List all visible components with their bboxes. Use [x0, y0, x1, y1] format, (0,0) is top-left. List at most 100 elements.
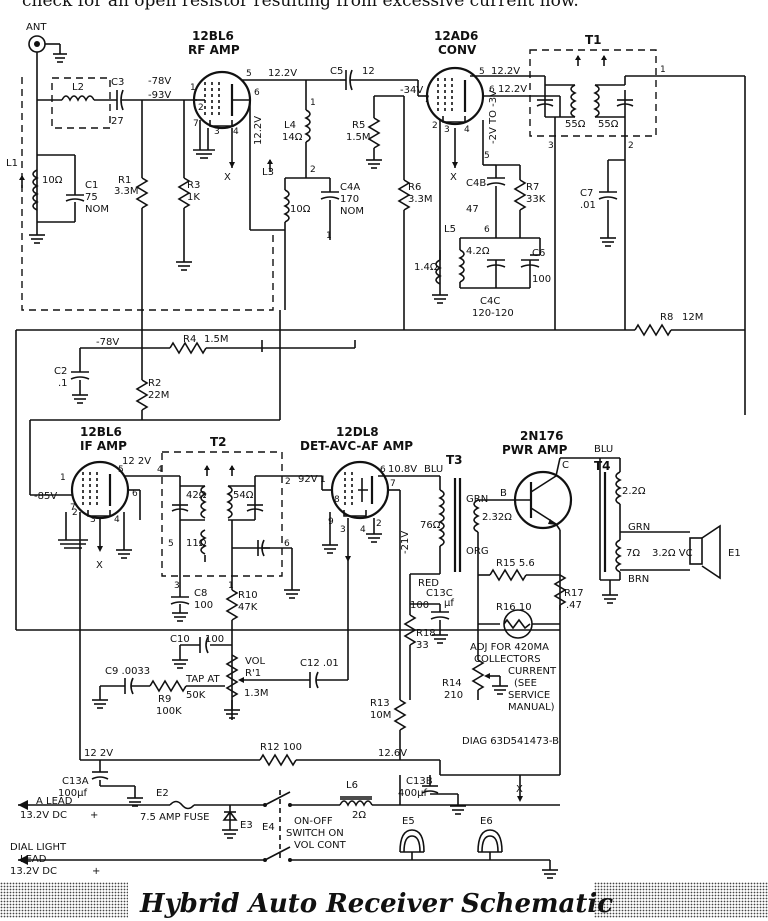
- r16-label: R16 10: [496, 602, 532, 613]
- r4-label: R4: [183, 334, 196, 345]
- v2to3: -2V TO -3V: [488, 90, 499, 144]
- r3-label: R3: [187, 180, 200, 191]
- r8-value: 12M: [682, 312, 703, 323]
- switch-line1: ON-OFF: [294, 816, 333, 827]
- adj-line4: (SEE: [514, 678, 537, 689]
- rf-tube-type: 12BL6: [192, 29, 234, 43]
- pin-det-4: 4: [360, 525, 366, 535]
- pin-cv-3: 3: [444, 125, 450, 135]
- l5-label: L5: [444, 224, 456, 235]
- pin-det-8: 8: [334, 495, 340, 505]
- r7-value: 33K: [526, 194, 546, 205]
- resistor-r1: [135, 177, 149, 380]
- c1-nom: NOM: [85, 204, 109, 215]
- pin-det-7: 7: [390, 479, 396, 489]
- rf-shield-dashed: [21, 77, 274, 311]
- r4-value: 1.5M: [204, 334, 229, 345]
- adj-line3: CURRENT: [508, 666, 557, 677]
- if-tube-func: IF AMP: [80, 439, 127, 453]
- bias-network: [471, 458, 601, 700]
- t4-label: T4: [594, 459, 611, 473]
- capacitor-c7: [598, 159, 625, 247]
- transistor-2n176: [510, 457, 600, 775]
- r10-value: 47K: [238, 602, 258, 613]
- header-caption: check for an open resistor resulting fro…: [22, 0, 579, 11]
- dial-line2: LEAD: [20, 854, 47, 865]
- c3-label: C3: [111, 77, 124, 88]
- v122-c1: 12.2V: [491, 66, 520, 77]
- tube-if-amp: [30, 460, 160, 559]
- c4b-value: 47: [466, 204, 479, 215]
- l1-label: L1: [6, 158, 18, 169]
- e2-label: E2: [156, 788, 169, 799]
- resistor-r3: [176, 177, 192, 271]
- c1-value: 75: [85, 192, 98, 203]
- antenna: [28, 35, 67, 235]
- c8-label: C8: [194, 588, 207, 599]
- l1-value: 10Ω: [42, 175, 63, 186]
- pin-det-3: 3: [340, 525, 346, 535]
- v122-c2: 12.2V: [498, 84, 527, 95]
- r14-value: 210: [444, 690, 463, 701]
- pin-det-6: 6: [380, 465, 386, 475]
- c10-label: C10: [170, 634, 190, 645]
- r5-value: 1.5M: [346, 132, 371, 143]
- pin-t2-3: 3: [174, 581, 180, 591]
- c4a-label: C4A: [340, 182, 360, 193]
- conv-tube-func: CONV: [438, 43, 477, 57]
- v122-bus: 12 2V: [84, 748, 113, 759]
- dial-plus: +: [92, 866, 100, 877]
- coupling-network: [267, 69, 418, 310]
- l4-value: 14Ω: [282, 132, 303, 143]
- c4a-value: 170: [340, 194, 359, 205]
- v78-bus: -78V: [96, 337, 119, 348]
- pin-cv-2: 2: [432, 121, 438, 131]
- pin-cv-6b: 6: [484, 225, 490, 235]
- t2-r3: 11Ω: [186, 538, 207, 549]
- alead-plus: +: [90, 810, 98, 821]
- v85: -85V: [34, 491, 57, 502]
- c13b-value: 400µf: [398, 788, 427, 799]
- r6-value: 3.3M: [408, 194, 433, 205]
- pin-t1-1: 1: [660, 65, 666, 75]
- t4-r1: 2.2Ω: [622, 486, 646, 497]
- t2-label: T2: [210, 435, 227, 449]
- rf-tube-func: RF AMP: [188, 43, 240, 57]
- alead-line2: 13.2V DC: [20, 810, 67, 821]
- pin-cv-7: 7: [424, 95, 430, 105]
- c13c-uf: µf: [444, 598, 454, 609]
- pin-t2-5: 5: [168, 539, 174, 549]
- t2-shield-dashed: [161, 451, 283, 577]
- figure-title: Hybrid Auto Receiver Schematic: [139, 889, 613, 919]
- pin-det-9: 9: [328, 517, 334, 527]
- c4c-value: 120-120: [472, 308, 514, 319]
- pin-if-7: 7: [70, 503, 76, 513]
- t3-label: T3: [446, 453, 463, 467]
- pin-cv-5: 5: [479, 67, 485, 77]
- pin-if-2: 2: [72, 508, 78, 518]
- t3-r1: 2.32Ω: [482, 512, 512, 523]
- t3-grn: GRN: [466, 494, 488, 505]
- r3-value: 1K: [187, 192, 200, 203]
- pin-rf-2: 2: [198, 103, 204, 113]
- r12-label: R12 100: [260, 742, 302, 753]
- c13c-value: 100: [410, 600, 429, 611]
- t4-grn: GRN: [628, 522, 650, 533]
- t3-org: ORG: [466, 546, 489, 557]
- power-input: [18, 775, 560, 879]
- c3-value: 27: [111, 116, 124, 127]
- l2-label: L2: [72, 82, 84, 93]
- c4a-nom: NOM: [340, 206, 364, 217]
- det-tube-func: DET-AVC-AF AMP: [300, 439, 413, 453]
- transformer-t4: [599, 457, 721, 604]
- t4-r2: 7Ω: [626, 548, 640, 559]
- tap-value: 50K: [186, 690, 206, 701]
- r5-label: R5: [352, 120, 365, 131]
- t2-r1: 42Ω: [186, 490, 207, 501]
- e5-label: E5: [402, 816, 415, 827]
- pin-rf-1: 1: [190, 83, 196, 93]
- pwr-c: C: [562, 460, 569, 471]
- pin-det-2: 2: [376, 519, 382, 529]
- c1-label: C1: [85, 180, 98, 191]
- coil-l1: [19, 154, 85, 244]
